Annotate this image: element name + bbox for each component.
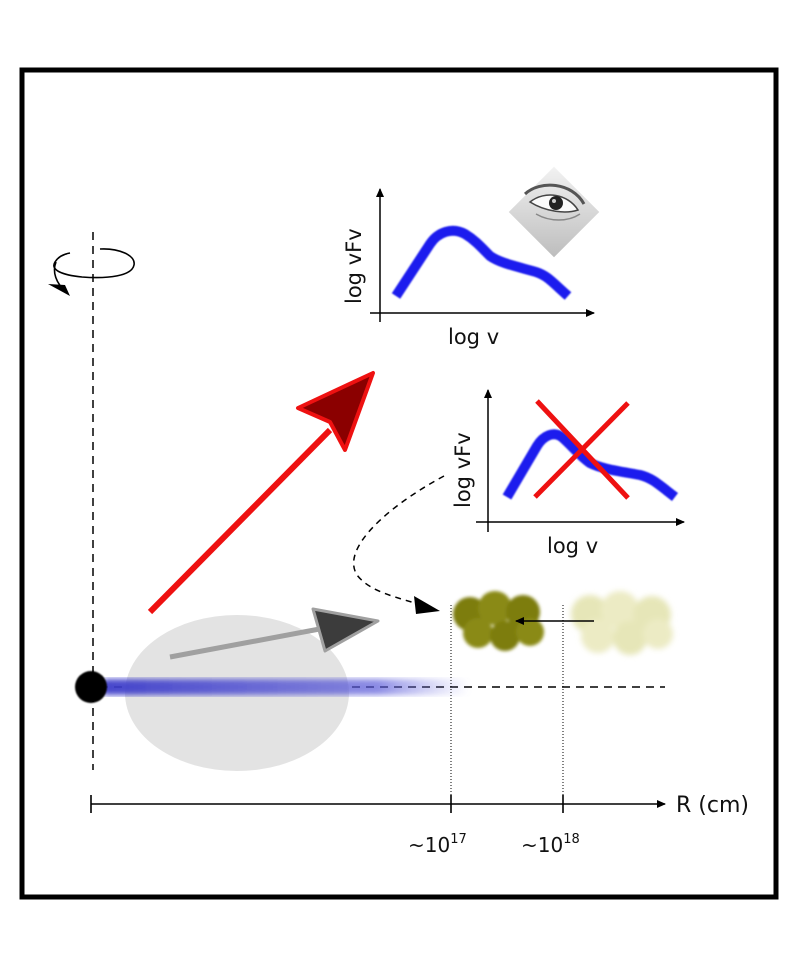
sed-top-curve bbox=[391, 225, 572, 300]
sed-bottom-xlabel: log v bbox=[547, 534, 598, 558]
sed-plot-bottom: log vFv log v bbox=[451, 389, 685, 558]
tick-label-1e17: ~1017 bbox=[408, 832, 467, 857]
jet-glow bbox=[100, 679, 470, 695]
curved-dashed-arrow-head bbox=[414, 596, 440, 614]
sed-bottom-ylabel: log vFv bbox=[451, 432, 475, 508]
blob-motion-arrow bbox=[169, 607, 380, 660]
sed-top-xlabel: log v bbox=[448, 325, 499, 349]
tick-label-1e18: ~1018 bbox=[521, 832, 580, 857]
black-hole-dot bbox=[75, 671, 107, 703]
cross-out-mark bbox=[533, 399, 630, 500]
curved-dashed-arrow bbox=[352, 475, 445, 610]
sed-top-ylabel: log vFv bbox=[342, 228, 366, 304]
tick-base: ~10 bbox=[521, 833, 563, 857]
sed-bottom-curve bbox=[502, 429, 679, 501]
sed-plot-top: log vFv log v bbox=[342, 188, 595, 349]
rotation-arrow-icon bbox=[48, 248, 135, 296]
r-axis-label: R (cm) bbox=[676, 793, 749, 818]
jet-direction-arrow bbox=[147, 371, 375, 615]
tick-base: ~10 bbox=[408, 833, 450, 857]
tick-exponent: 17 bbox=[450, 832, 467, 847]
tick-exponent: 18 bbox=[563, 832, 580, 847]
svg-text:~1017: ~1017 bbox=[408, 832, 467, 857]
svg-text:~1018: ~1018 bbox=[521, 832, 580, 857]
r-axis: R (cm) bbox=[90, 793, 749, 818]
far-cloud bbox=[571, 591, 673, 655]
